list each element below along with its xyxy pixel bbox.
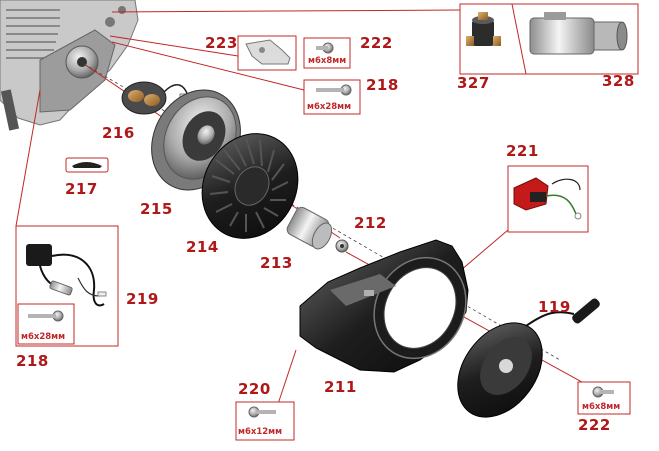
label-213: 213: [260, 254, 293, 272]
starter-solenoid: [466, 12, 501, 46]
starter-motor: [529, 12, 628, 55]
label-222-bottom: 222: [578, 416, 611, 434]
spec-218-bottom: м6х28мм: [21, 332, 66, 342]
part-218-bolt-box-top: [303, 79, 361, 115]
part-214-fan: [201, 133, 299, 239]
part-219-ignition-coil-box: [15, 225, 119, 347]
part-223-bracket: [237, 35, 297, 71]
part-222-bolt-box-bottom: [577, 381, 631, 415]
part-221-stop-switch-box: [507, 165, 589, 233]
part-119-recoil-starter: [457, 298, 600, 418]
part-222-bolt-box-top: [303, 37, 351, 69]
label-218-bottom: 218: [16, 352, 49, 370]
label-219: 219: [126, 290, 159, 308]
label-119: 119: [538, 298, 571, 316]
engine-block: [0, 0, 139, 131]
spec-218-top: м6х28мм: [307, 102, 352, 112]
spec-220: м6х12мм: [238, 427, 283, 437]
label-223: 223: [205, 34, 238, 52]
part-212-nut: [335, 239, 349, 253]
part-213-starter-cup: [286, 206, 333, 250]
part-327-328-starter-box: [459, 3, 639, 75]
label-212: 212: [354, 214, 387, 232]
label-218-top: 218: [366, 76, 399, 94]
label-221: 221: [506, 142, 539, 160]
part-220-bolt-box: [235, 401, 295, 441]
label-222-top: 222: [360, 34, 393, 52]
spec-222-bottom: м6х8мм: [582, 402, 621, 412]
label-211: 211: [324, 378, 357, 396]
label-328: 328: [602, 72, 635, 90]
label-215: 215: [140, 200, 173, 218]
part-217-key: [65, 157, 109, 173]
label-217: 217: [65, 180, 98, 198]
label-216: 216: [102, 124, 135, 142]
label-220: 220: [238, 380, 271, 398]
label-327: 327: [457, 74, 490, 92]
label-214: 214: [186, 238, 219, 256]
part-211-fan-shroud: [299, 239, 469, 373]
spec-222-top: м6х8мм: [308, 56, 347, 66]
